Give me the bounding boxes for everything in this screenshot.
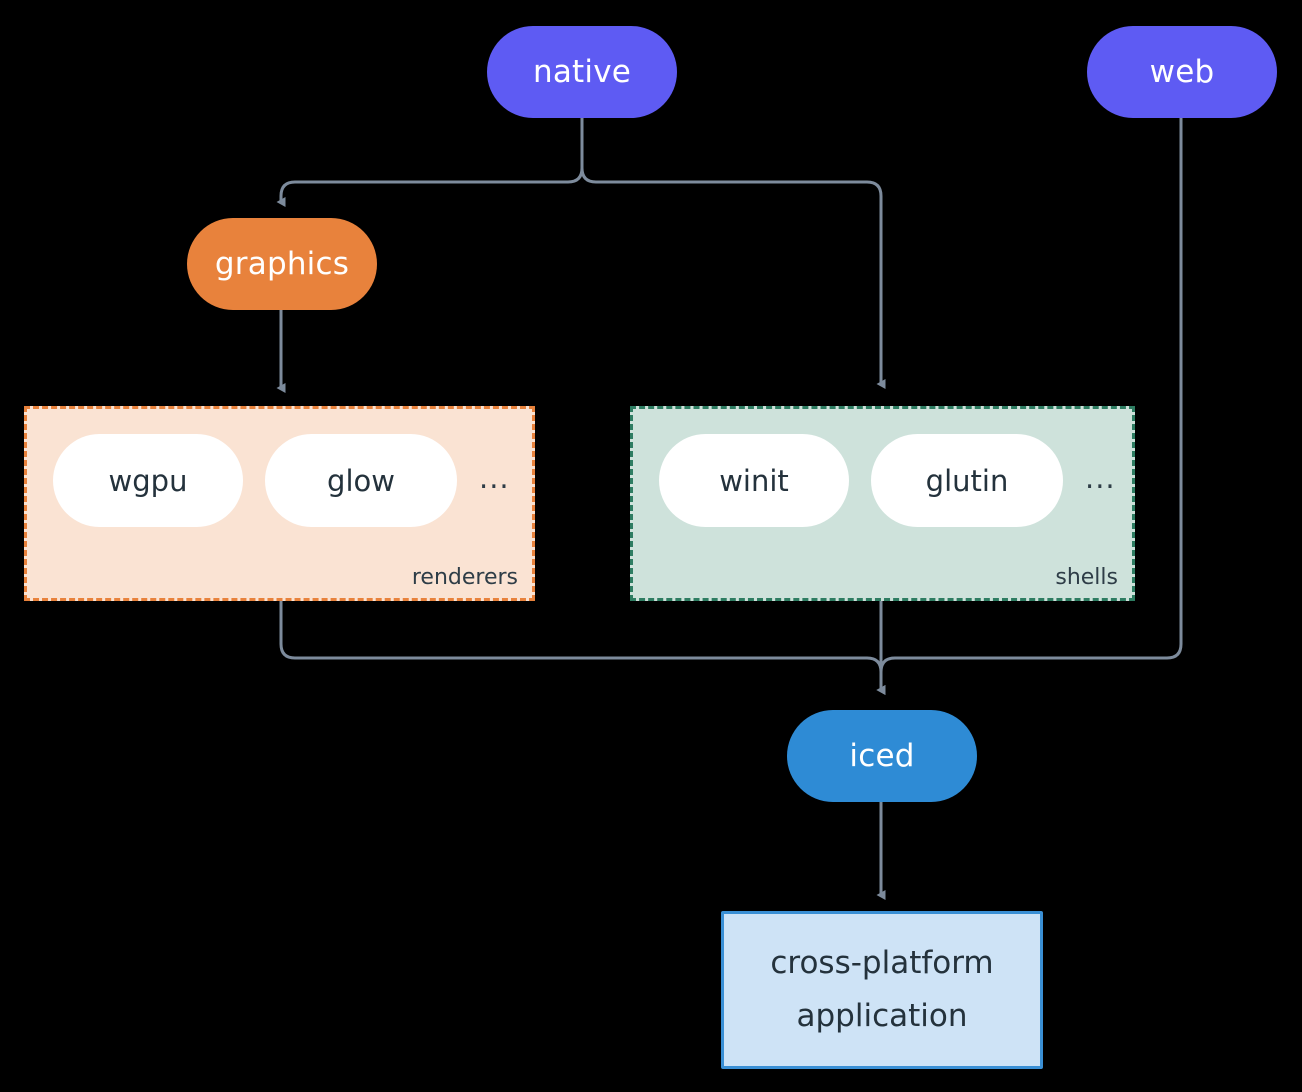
renderers-overflow-ellipsis: ...: [479, 461, 510, 495]
node-native[interactable]: native: [487, 26, 677, 118]
chip-wgpu[interactable]: wgpu: [53, 434, 243, 527]
chip-glutin-label: glutin: [925, 463, 1009, 498]
chip-glutin[interactable]: glutin: [871, 434, 1063, 527]
chip-wgpu-label: wgpu: [108, 463, 188, 498]
node-application-label-line2: application: [796, 998, 968, 1034]
node-application[interactable]: cross-platform application: [721, 911, 1043, 1069]
chip-winit-label: winit: [719, 463, 789, 498]
node-iced[interactable]: iced: [787, 710, 977, 802]
cluster-renderers: wgpu glow ... renderers: [24, 406, 535, 601]
edge-web-iced: [876, 116, 1183, 695]
node-web[interactable]: web: [1087, 26, 1277, 118]
cluster-shells-label: shells: [1055, 565, 1118, 590]
cluster-renderers-label: renderers: [411, 565, 518, 590]
chip-winit[interactable]: winit: [659, 434, 849, 527]
node-application-label-line1: cross-platform: [770, 945, 994, 982]
shells-overflow-ellipsis: ...: [1085, 461, 1116, 495]
node-native-label: native: [532, 53, 632, 90]
node-iced-label: iced: [849, 737, 915, 774]
edge-native-shells: [580, 116, 886, 389]
edge-native-bus: [276, 116, 584, 207]
node-graphics-label: graphics: [214, 245, 350, 282]
chip-glow[interactable]: glow: [265, 434, 457, 527]
chip-glow-label: glow: [327, 463, 395, 498]
node-graphics[interactable]: graphics: [187, 218, 377, 310]
edge-renderers-iced: [279, 599, 886, 695]
node-web-label: web: [1149, 53, 1215, 90]
cluster-shells: winit glutin ... shells: [630, 406, 1135, 601]
